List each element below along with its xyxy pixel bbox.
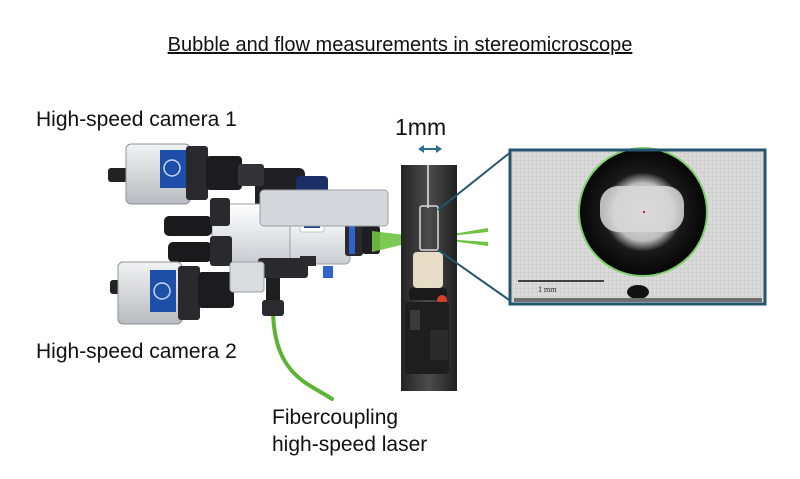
fiber-label-line1: Fibercoupling — [272, 406, 399, 429]
scale-label: 1mm — [395, 114, 447, 140]
camera2-label: High-speed camera 2 — [36, 340, 237, 363]
fiber-label-line2: high-speed laser — [272, 433, 428, 456]
high-speed-camera-2 — [110, 261, 265, 325]
bubble-inset — [508, 147, 767, 306]
figure-title: Bubble and flow measurements in stereomi… — [167, 34, 633, 56]
zoom-line-bottom — [437, 249, 513, 303]
inset-scale-label: 1 mm — [538, 285, 557, 294]
scale-arrow — [418, 145, 442, 153]
fiber-cable — [271, 310, 334, 401]
zoom-line-top — [437, 150, 513, 211]
fiber-laser-label: Fibercoupling high-speed laser — [272, 404, 427, 458]
high-speed-camera-1 — [108, 143, 264, 205]
camera1-label: High-speed camera 1 — [36, 108, 237, 131]
stereomicroscope — [164, 168, 389, 316]
sample-photo — [401, 165, 457, 391]
